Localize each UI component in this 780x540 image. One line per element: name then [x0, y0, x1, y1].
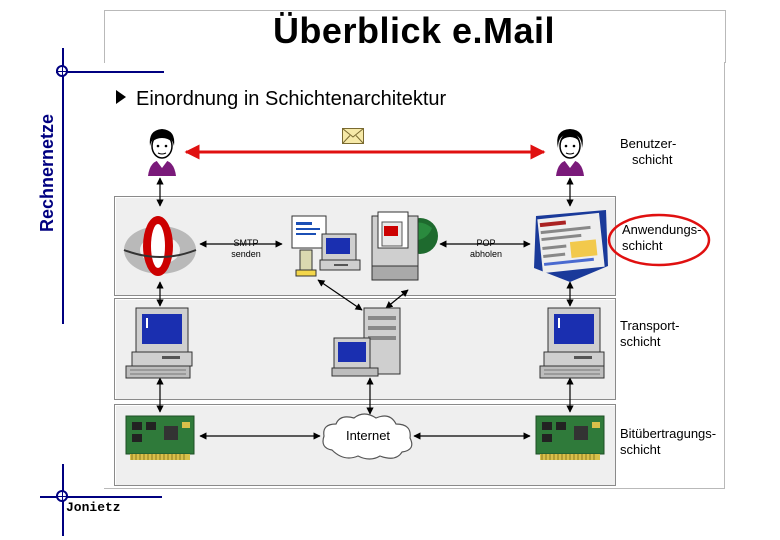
left-transport-computer-icon	[125, 307, 193, 379]
smtp-sub-label: senden	[231, 249, 261, 259]
right-transport-computer-icon	[539, 307, 605, 379]
layer-label-physical-line1: Bitübertragungs-	[620, 426, 717, 441]
left-network-card-icon	[125, 415, 195, 460]
bullet-triangle-icon	[116, 90, 126, 104]
pop-client-window-icon	[534, 210, 608, 282]
client-server-link	[317, 279, 363, 311]
slide-title: Überblick e.Mail	[272, 10, 556, 51]
smtp-label-block: SMTP senden	[224, 238, 268, 260]
pop-sub-label: abholen	[469, 249, 503, 259]
layer-label-application: Anwendungs- schicht	[622, 222, 702, 254]
layer-label-user-line1: Benutzer-	[620, 136, 677, 151]
transport-server-icon	[331, 307, 401, 377]
internet-cloud-icon	[322, 413, 413, 460]
smtp-client-computer-icon	[291, 215, 361, 277]
crosshair-bottom-icon	[56, 490, 68, 502]
bullet-text: Einordnung in Schichtenarchitektur	[136, 88, 447, 110]
pop-label: POP	[476, 238, 496, 248]
smtp-label: SMTP	[233, 238, 259, 248]
author-footer: Jonietz	[66, 500, 121, 515]
top-rule	[56, 71, 164, 73]
right-user-icon	[556, 129, 584, 176]
envelope-icon	[342, 128, 364, 144]
application-layer-highlight-ellipse	[607, 213, 711, 267]
internet-label: Internet	[345, 428, 391, 443]
layer-label-physical-line2: schicht	[620, 442, 661, 457]
title-frame	[104, 10, 726, 63]
layer-label-transport: Transport- schicht	[620, 318, 679, 350]
content-frame	[104, 62, 725, 489]
mail-server-store-icon	[371, 211, 438, 281]
mailstore-server-link	[385, 289, 409, 309]
layer-label-user: Benutzer- schicht	[620, 136, 676, 168]
left-rule-top	[62, 48, 64, 324]
layer-label-application-line2: schicht	[622, 238, 663, 253]
layer-label-application-line1: Anwendungs-	[622, 222, 702, 237]
pop-label-block: POP abholen	[466, 238, 506, 260]
application-layer-box	[114, 196, 616, 296]
layer-label-transport-line2: schicht	[620, 334, 661, 349]
layer-label-physical: Bitübertragungs- schicht	[620, 426, 716, 458]
left-user-icon	[148, 129, 176, 176]
bottom-rule	[40, 496, 162, 498]
layer-label-transport-line1: Transport-	[620, 318, 680, 333]
right-network-card-icon	[535, 415, 605, 460]
bullet-item: Einordnung in Schichtenarchitektur	[116, 88, 446, 111]
crosshair-top-icon	[56, 65, 68, 77]
mail-client-logo-icon	[123, 216, 197, 276]
layer-label-user-line2: schicht	[632, 152, 673, 167]
